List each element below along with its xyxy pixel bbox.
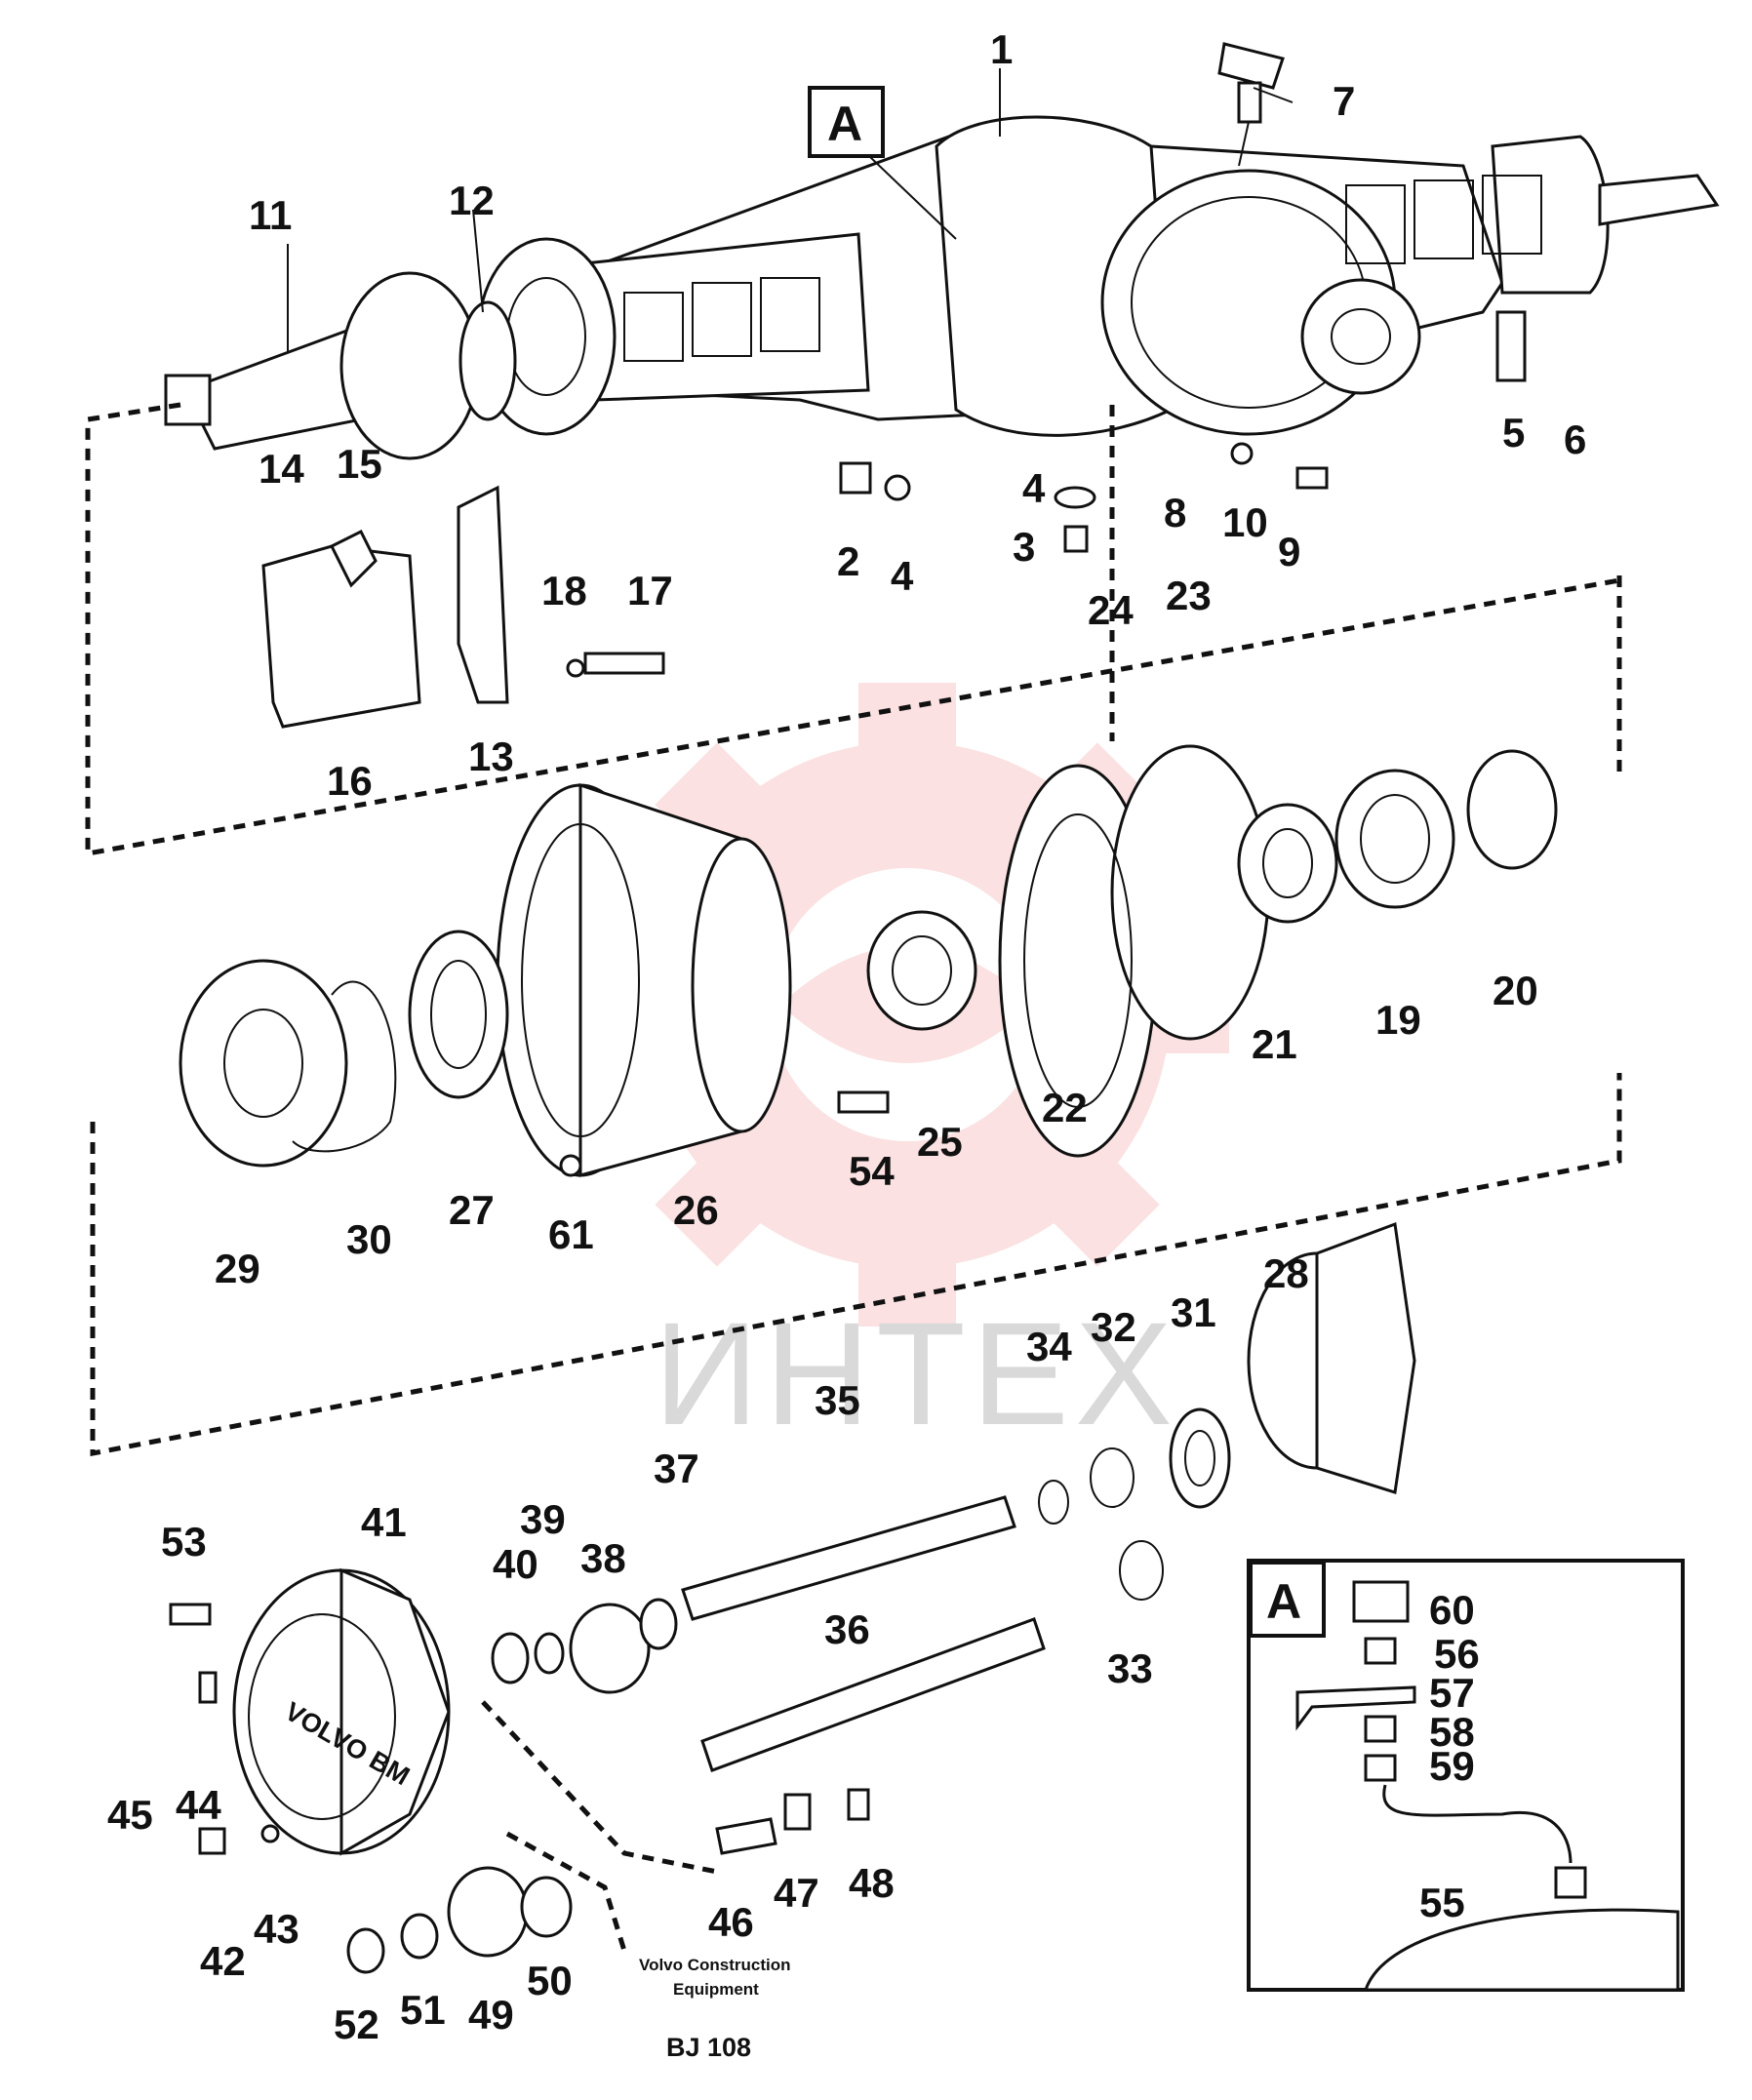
part-label-18: 18 [541, 568, 587, 614]
part-label-30: 30 [346, 1216, 392, 1262]
breather-7 [1217, 42, 1285, 167]
part-label-61: 61 [548, 1211, 594, 1257]
part-label-22: 22 [1042, 1085, 1088, 1130]
part-label-1: 1 [990, 26, 1013, 72]
caption-line2: Equipment [673, 1980, 759, 1999]
part-label-40: 40 [493, 1541, 538, 1587]
part-label-44: 44 [176, 1782, 221, 1828]
part-label-21: 21 [1252, 1021, 1297, 1067]
part-label-52: 52 [334, 2001, 379, 2047]
caption-code: BJ 108 [666, 2033, 751, 2062]
part-label-54: 54 [849, 1148, 895, 1194]
part-label-24: 24 [1088, 587, 1134, 633]
part-label-43: 43 [254, 1906, 299, 1952]
part-label-51: 51 [400, 1987, 446, 2033]
snap-rings [1038, 1447, 1164, 1601]
part-label-49: 49 [468, 1992, 514, 2038]
part-label-4: 4 [1022, 465, 1046, 511]
part-label-31: 31 [1171, 1289, 1216, 1335]
part-label-26: 26 [673, 1187, 719, 1233]
part-label-28: 28 [1263, 1250, 1309, 1296]
ring-drum [1169, 1221, 1416, 1509]
detail-box-tag: A [1266, 1574, 1301, 1629]
part-label-39: 39 [520, 1496, 566, 1542]
detail-box-a: A [1247, 1559, 1685, 1992]
part-label-29: 29 [215, 1246, 260, 1291]
part-label-4: 4 [891, 553, 914, 599]
part-label-41: 41 [361, 1499, 407, 1545]
part-label-34: 34 [1026, 1324, 1072, 1369]
part-label-57: 57 [1429, 1670, 1475, 1716]
part-label-23: 23 [1166, 573, 1212, 618]
part-label-36: 36 [824, 1606, 870, 1652]
axle-housing [574, 115, 1720, 437]
part-label-45: 45 [107, 1792, 153, 1838]
gear-stack [491, 1598, 678, 1694]
part-label-56: 56 [1434, 1631, 1480, 1677]
part-label-10: 10 [1222, 499, 1268, 545]
connector-line [85, 402, 1622, 856]
part-label-47: 47 [774, 1870, 819, 1916]
bolts-middle [559, 1090, 890, 1177]
part-label-53: 53 [161, 1519, 207, 1565]
wheel-hub [496, 744, 1270, 1177]
connector-line [505, 1831, 627, 1952]
part-label-20: 20 [1493, 968, 1538, 1013]
shafts [681, 1495, 1046, 1772]
part-label-33: 33 [1107, 1645, 1153, 1691]
part-label-11: 11 [249, 192, 292, 238]
callout-box-a: A [808, 86, 885, 158]
part-label-60: 60 [1429, 1587, 1475, 1633]
part-label-46: 46 [708, 1899, 754, 1945]
part-label-59: 59 [1429, 1743, 1475, 1789]
part-label-32: 32 [1091, 1304, 1136, 1350]
part-label-19: 19 [1375, 997, 1421, 1043]
part-label-16: 16 [327, 758, 373, 804]
part-label-12: 12 [449, 178, 495, 223]
connector-line [481, 1700, 723, 1876]
part-label-3: 3 [1013, 524, 1035, 570]
watermark-text: ИНТЕХ [654, 1291, 1178, 1455]
pinion-stack [346, 1866, 573, 1974]
part-label-17: 17 [627, 568, 673, 614]
callout-box-tag: A [827, 97, 862, 151]
part-label-8: 8 [1164, 490, 1186, 535]
part-label-48: 48 [849, 1860, 895, 1906]
bearings-right [1237, 749, 1558, 924]
plug-5 [1495, 310, 1527, 382]
part-label-9: 9 [1278, 529, 1300, 575]
part-label-37: 37 [654, 1446, 699, 1491]
caption: Volvo Construction Equipment BJ 108 [639, 1956, 791, 2062]
part-label-7: 7 [1333, 78, 1355, 124]
part-label-2: 2 [837, 538, 859, 584]
part-label-55: 55 [1419, 1880, 1465, 1925]
spindle-assembly [164, 237, 617, 460]
part-label-38: 38 [580, 1535, 626, 1581]
ring-gear-hub [179, 930, 509, 1168]
plugs-2-3 [839, 442, 1329, 553]
caption-line1: Volvo Construction [639, 1956, 791, 1974]
connector-line [90, 1073, 1622, 1457]
part-label-35: 35 [815, 1377, 860, 1423]
part-label-42: 42 [200, 1938, 246, 1984]
small-bolts-bottom [169, 1603, 870, 1855]
part-label-50: 50 [527, 1958, 573, 2003]
part-label-13: 13 [468, 733, 514, 779]
part-label-5: 5 [1502, 410, 1525, 456]
part-label-25: 25 [917, 1119, 963, 1165]
part-label-58: 58 [1429, 1709, 1475, 1755]
part-label-27: 27 [449, 1187, 495, 1233]
part-label-6: 6 [1564, 416, 1586, 462]
part-label-14: 14 [259, 446, 304, 492]
planet-carrier: VOLVO BM [232, 1567, 451, 1856]
part-label-15: 15 [337, 441, 382, 487]
brake-caliper [261, 485, 665, 729]
